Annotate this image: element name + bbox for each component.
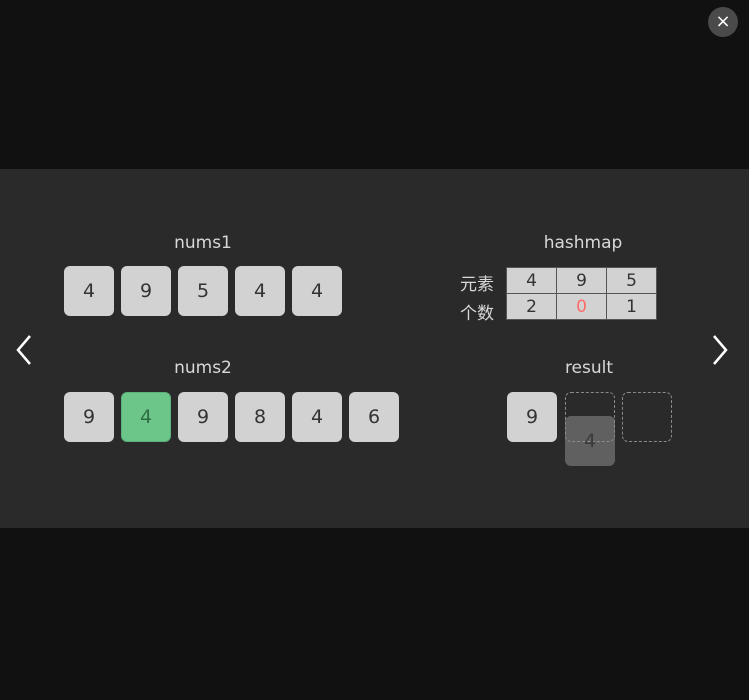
hashmap-table: 4 9 5 2 0 1 <box>506 267 657 320</box>
nums2-cell: 9 <box>64 392 114 442</box>
nums1-cell: 4 <box>64 266 114 316</box>
chevron-right-icon <box>713 335 728 365</box>
nums2-cell: 4 <box>292 392 342 442</box>
nums1-cell: 9 <box>121 266 171 316</box>
hashmap-key-cell: 9 <box>556 267 607 294</box>
hashmap-count-row-label: 个数 <box>460 304 494 324</box>
hashmap-key-cell: 4 <box>506 267 557 294</box>
hashmap-count-cell: 1 <box>606 293 657 320</box>
hashmap-count-cell: 2 <box>506 293 557 320</box>
nums2-cell: 6 <box>349 392 399 442</box>
nums1-label: nums1 <box>174 233 232 253</box>
result-empty-slot <box>622 392 672 442</box>
close-icon: × <box>715 11 731 32</box>
nums2-cell: 8 <box>235 392 285 442</box>
result-cell: 9 <box>507 392 557 442</box>
nums1-cell: 5 <box>178 266 228 316</box>
nums1-cell: 4 <box>292 266 342 316</box>
nums2-cell: 9 <box>178 392 228 442</box>
hashmap-label: hashmap <box>543 233 623 253</box>
hashmap-count-row: 2 0 1 <box>506 293 657 320</box>
hashmap-key-cell: 5 <box>606 267 657 294</box>
hashmap-key-row-label: 元素 <box>460 275 494 295</box>
nums2-label: nums2 <box>174 358 232 378</box>
hashmap-key-row: 4 9 5 <box>506 267 657 294</box>
nums2-cell-active: 4 <box>121 392 171 442</box>
result-label: result <box>564 358 614 378</box>
prev-step-button[interactable] <box>4 330 44 370</box>
chevron-left-icon <box>16 335 31 365</box>
nums1-cell: 4 <box>235 266 285 316</box>
next-step-button[interactable] <box>700 330 740 370</box>
visualization-panel <box>0 169 749 528</box>
hashmap-count-cell-zero: 0 <box>556 293 607 320</box>
result-moving-value: 4 <box>565 416 615 466</box>
close-button[interactable]: × <box>708 7 738 37</box>
